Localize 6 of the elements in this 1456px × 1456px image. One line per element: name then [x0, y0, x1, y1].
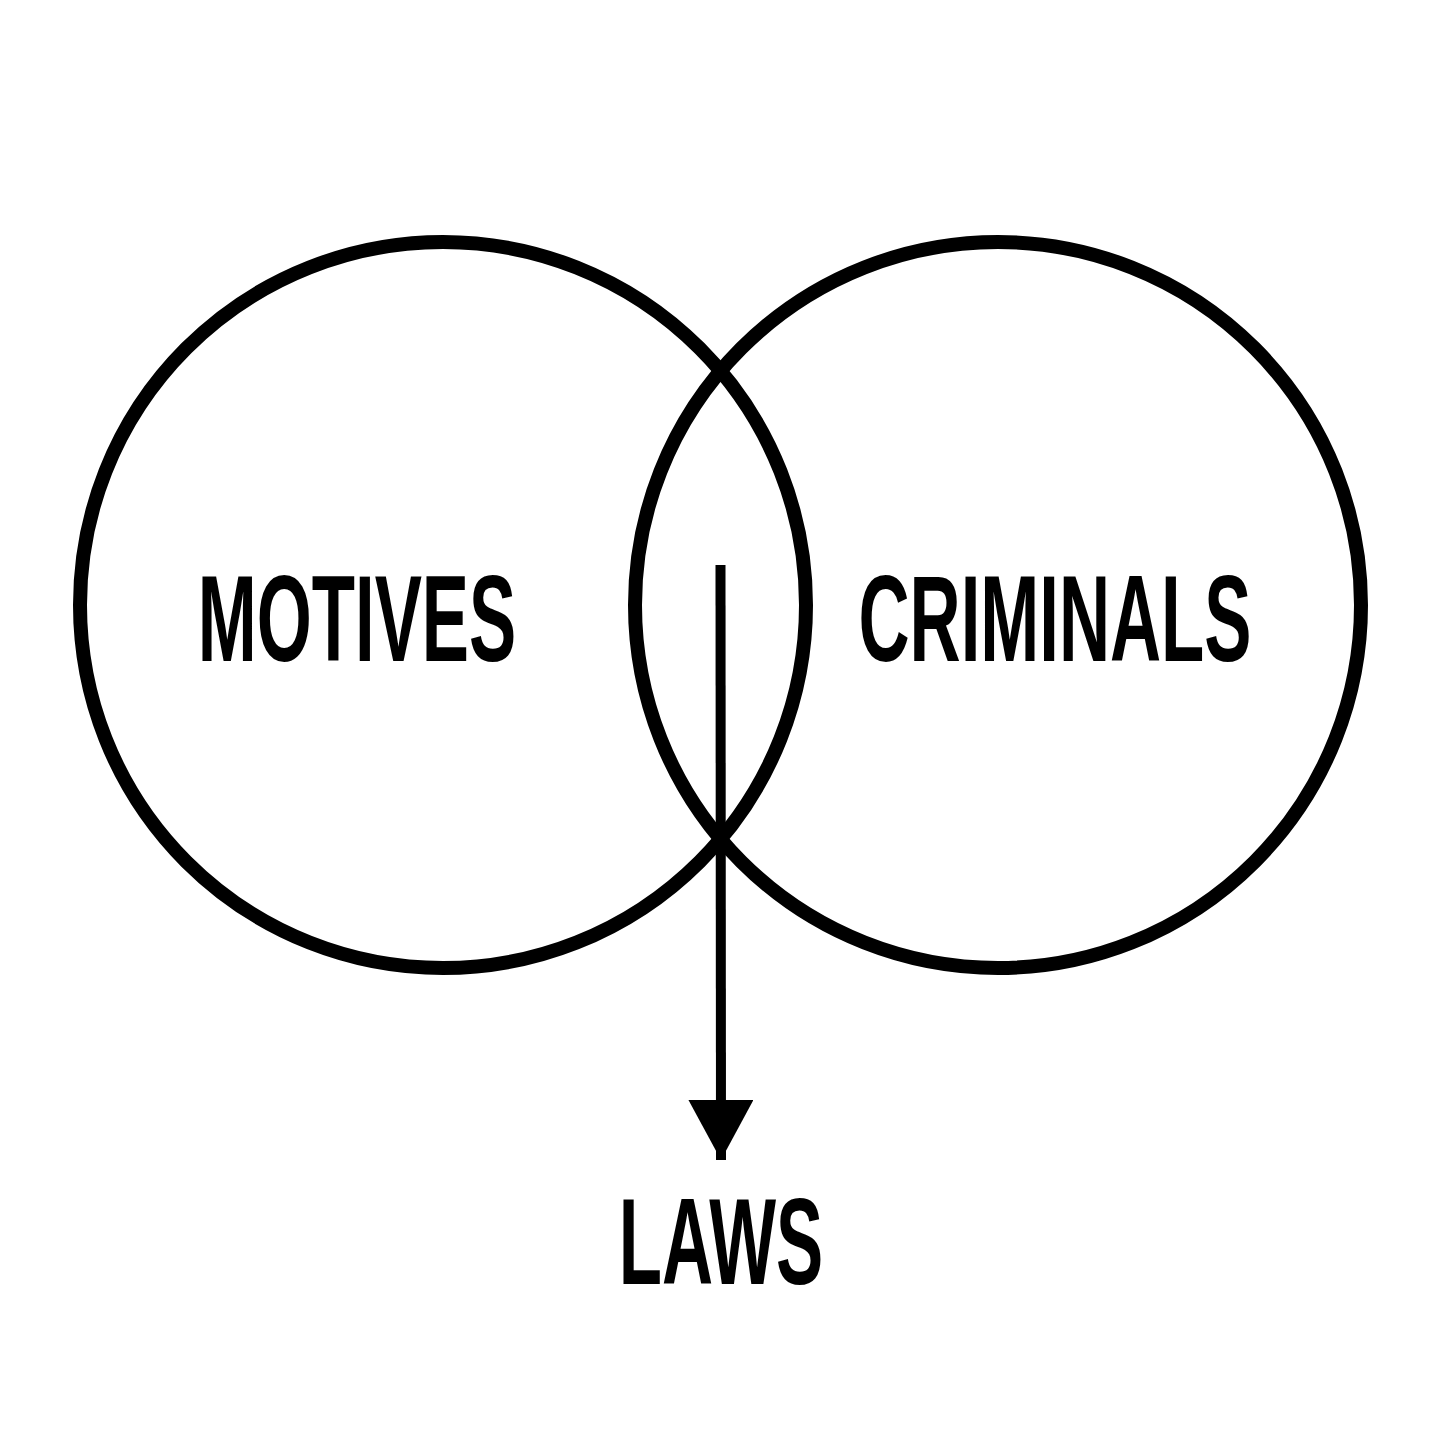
venn-circle — [628, 235, 1368, 975]
arrow — [688, 565, 754, 1160]
result-label: LAWS — [618, 1181, 824, 1303]
circle-label: MOTIVES — [197, 558, 517, 680]
circle-label: CRIMINALS — [858, 558, 1252, 680]
venn-circle — [73, 235, 813, 975]
